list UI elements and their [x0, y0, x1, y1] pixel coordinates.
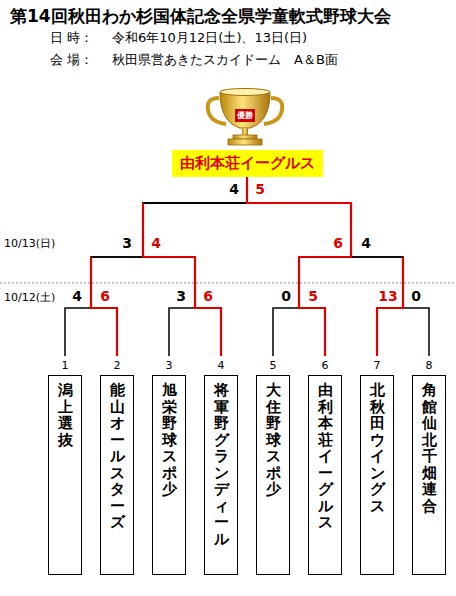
trophy-bowl [220, 92, 270, 128]
score-number: 0 [281, 288, 291, 304]
score-number: 4 [361, 235, 371, 251]
winner-line [91, 257, 117, 356]
team-name: 将軍野グランディール [214, 382, 229, 547]
score-number: 6 [100, 288, 110, 304]
team-node: 4 将軍野グランディール [201, 358, 241, 575]
bracket-line [247, 177, 351, 356]
seed-number: 4 [201, 358, 241, 373]
seed-number: 7 [357, 358, 397, 373]
team-node: 3 旭栄野球スポ少 [149, 358, 189, 575]
score-number: 6 [333, 235, 343, 251]
team-name: 由利本荘イーグルス [318, 382, 333, 531]
event-info: 会 場： [50, 51, 93, 69]
winner-line [377, 257, 403, 356]
trophy-base [228, 139, 262, 145]
score-number: 0 [411, 288, 421, 304]
champion-box: 由利本荘イーグルス [172, 150, 323, 177]
score-number: 13 [378, 288, 397, 304]
team-name: 角館仙北千畑連合 [422, 382, 437, 514]
bracket-line [65, 177, 247, 356]
team-node: 2 能山オールスターズ [97, 358, 137, 575]
team-name: 北秋田ウイングス [370, 382, 385, 514]
date-label: 10/12(土) [4, 290, 55, 305]
team-name: 大住野球スポ少 [266, 382, 281, 498]
date-label: 10/13(日) [4, 236, 55, 251]
winner-line [143, 203, 221, 356]
day-divider [0, 283, 456, 284]
bracket-line [91, 177, 247, 356]
score-number: 4 [229, 181, 239, 197]
seed-number: 6 [305, 358, 345, 373]
team-node: 5 大住野球スポ少 [253, 358, 293, 575]
score-number: 5 [255, 181, 265, 197]
score-number: 3 [176, 288, 186, 304]
team-node: 8 角館仙北千畑連合 [409, 358, 449, 575]
team-name: 能山オールスターズ [110, 382, 125, 531]
seed-number: 3 [149, 358, 189, 373]
bracket-line [247, 177, 403, 356]
seed-number: 5 [253, 358, 293, 373]
seed-number: 8 [409, 358, 449, 373]
trophy-cup [208, 89, 283, 146]
team-box: 旭栄野球スポ少 [152, 375, 186, 575]
seed-number: 2 [97, 358, 137, 373]
team-box: 由利本荘イーグルス [308, 375, 342, 575]
team-node: 7 北秋田ウイングス [357, 358, 397, 575]
trophy-rim [220, 89, 270, 96]
event-info: 日 時： [50, 29, 93, 47]
score-number: 3 [122, 235, 132, 251]
team-box: 大住野球スポ少 [256, 375, 290, 575]
bracket-line [247, 177, 351, 356]
team-box: 潟上選抜 [48, 375, 82, 575]
team-name: 潟上選抜 [58, 382, 73, 448]
bracket-line [247, 177, 429, 356]
bracket-line [143, 177, 247, 356]
champion-name: 由利本荘イーグルス [180, 154, 315, 173]
team-node: 6 由利本荘イーグルス [305, 358, 345, 575]
bracket-line [143, 177, 247, 356]
trophy-base [233, 135, 257, 139]
score-number: 4 [72, 288, 82, 304]
seed-number: 1 [45, 358, 85, 373]
score-number: 5 [308, 288, 318, 304]
event-info: 令和6年10月12日(土)、13日(日) [112, 29, 307, 47]
team-box: 能山オールスターズ [100, 375, 134, 575]
team-box: 角館仙北千畑連合 [412, 375, 446, 575]
team-name: 旭栄野球スポ少 [162, 382, 177, 498]
event-info: 秋田県営あきたスカイドーム A＆B面 [112, 51, 338, 69]
trophy-badge: 優勝 [235, 109, 255, 122]
team-box: 北秋田ウイングス [360, 375, 394, 575]
trophy-stem [242, 128, 248, 135]
score-number: 4 [151, 235, 161, 251]
winner-line [247, 177, 351, 356]
page-title: 第14回秋田わか杉国体記念全県学童軟式野球大会 [10, 5, 391, 28]
score-number: 6 [203, 288, 213, 304]
team-box: 将軍野グランディール [204, 375, 238, 575]
team-node: 1 潟上選抜 [45, 358, 85, 575]
